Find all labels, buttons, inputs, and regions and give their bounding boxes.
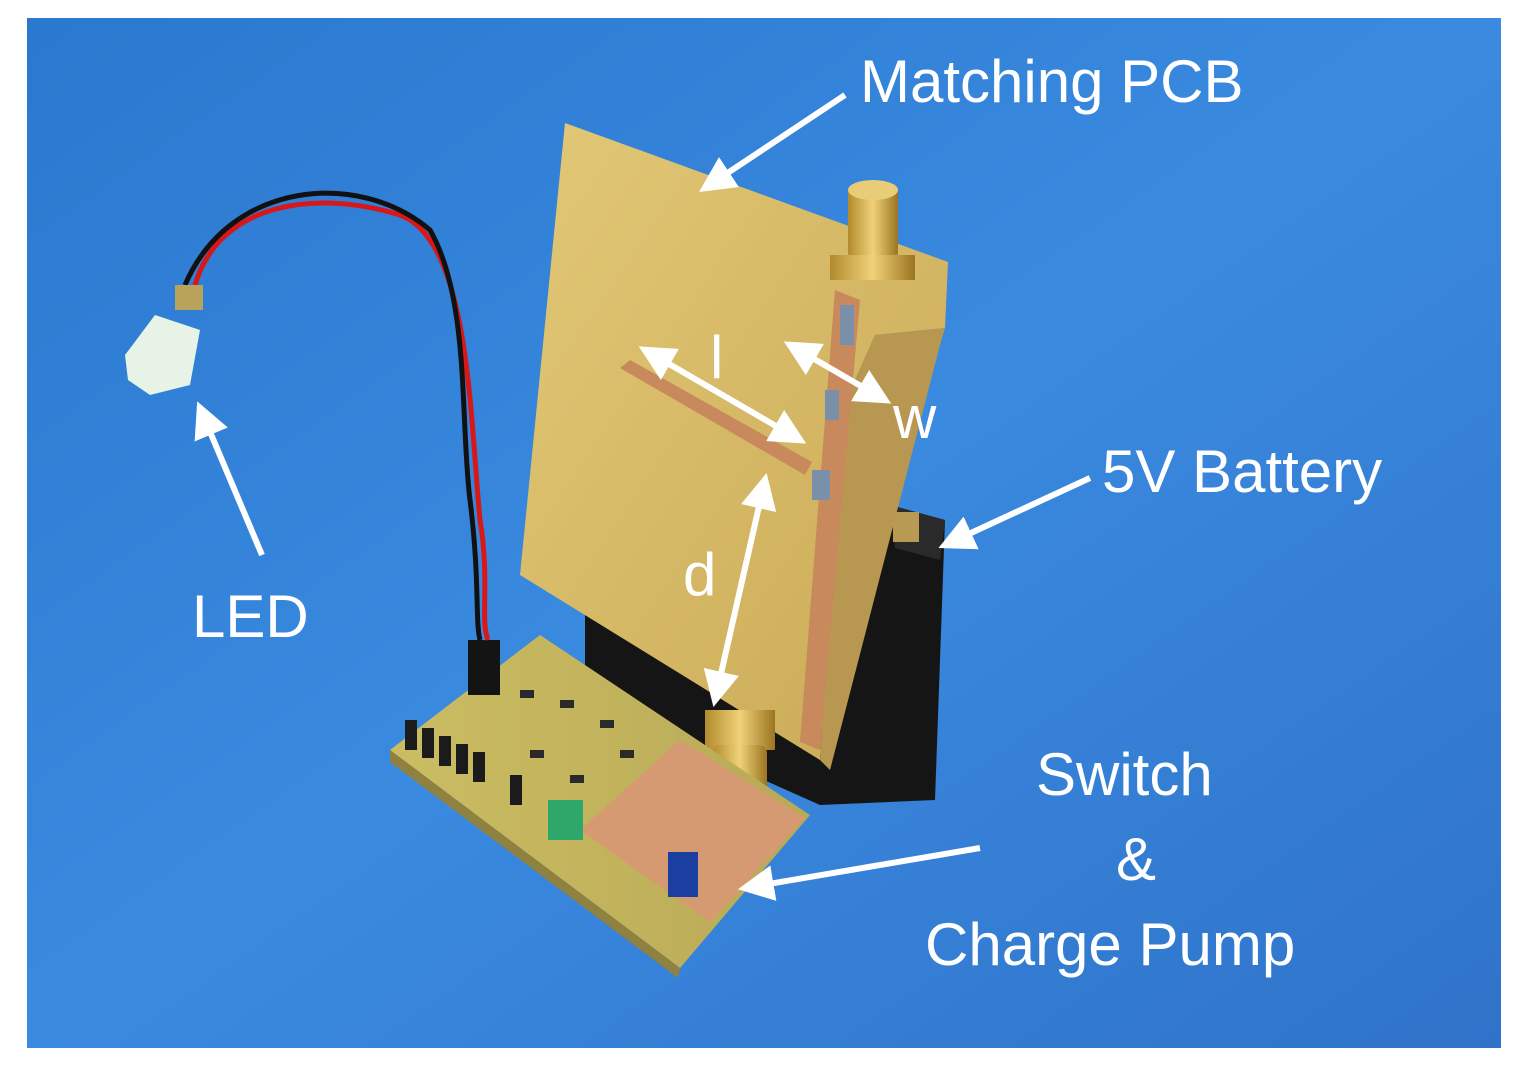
label-dim-l: l [710, 324, 723, 391]
label-switch: Switch [1036, 741, 1213, 808]
blue-jumper [668, 852, 698, 897]
label-dim-w: w [892, 384, 937, 451]
label-matching-pcb: Matching PCB [860, 48, 1244, 115]
label-charge-pump: Charge Pump [925, 911, 1295, 978]
led-cube [125, 285, 203, 395]
annotation-arrows [194, 92, 1092, 901]
wire-connector [468, 640, 500, 695]
pin-header [405, 720, 522, 805]
label-led: LED [192, 583, 309, 650]
green-jumper [548, 800, 583, 840]
label-battery: 5V Battery [1102, 438, 1382, 505]
sma-connector-top [830, 180, 915, 280]
label-ampersand: & [1116, 826, 1156, 893]
led-wires [182, 190, 491, 641]
label-dim-d: d [683, 541, 716, 608]
